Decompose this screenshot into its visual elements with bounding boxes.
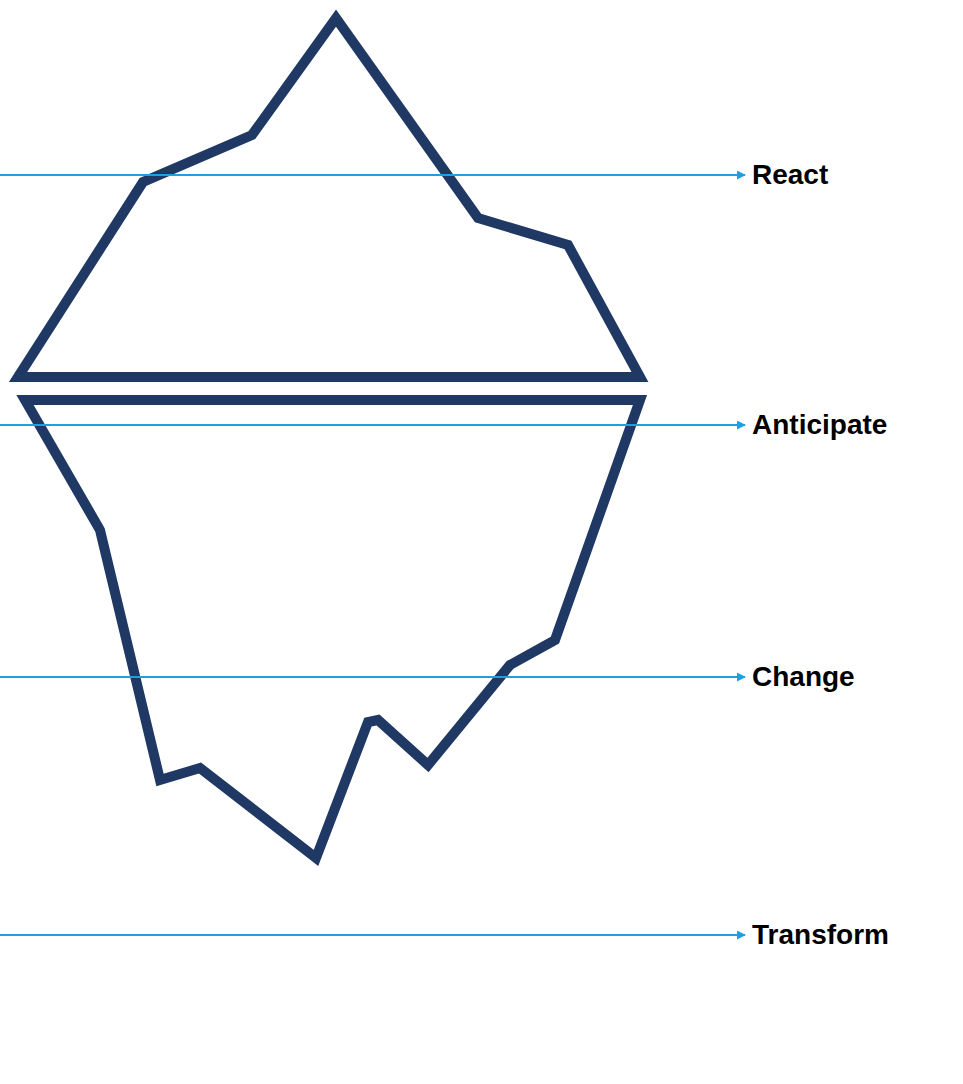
iceberg-tip <box>18 18 640 377</box>
leader-arrow <box>0 676 745 678</box>
level-label: React <box>752 158 828 192</box>
leader-arrow <box>0 934 745 936</box>
level-label: Anticipate <box>752 408 887 442</box>
leader-arrow <box>0 174 745 176</box>
level-label: Transform <box>752 918 889 952</box>
level-label: Change <box>752 660 855 694</box>
leader-arrow <box>0 424 745 426</box>
iceberg-underwater <box>25 400 640 858</box>
